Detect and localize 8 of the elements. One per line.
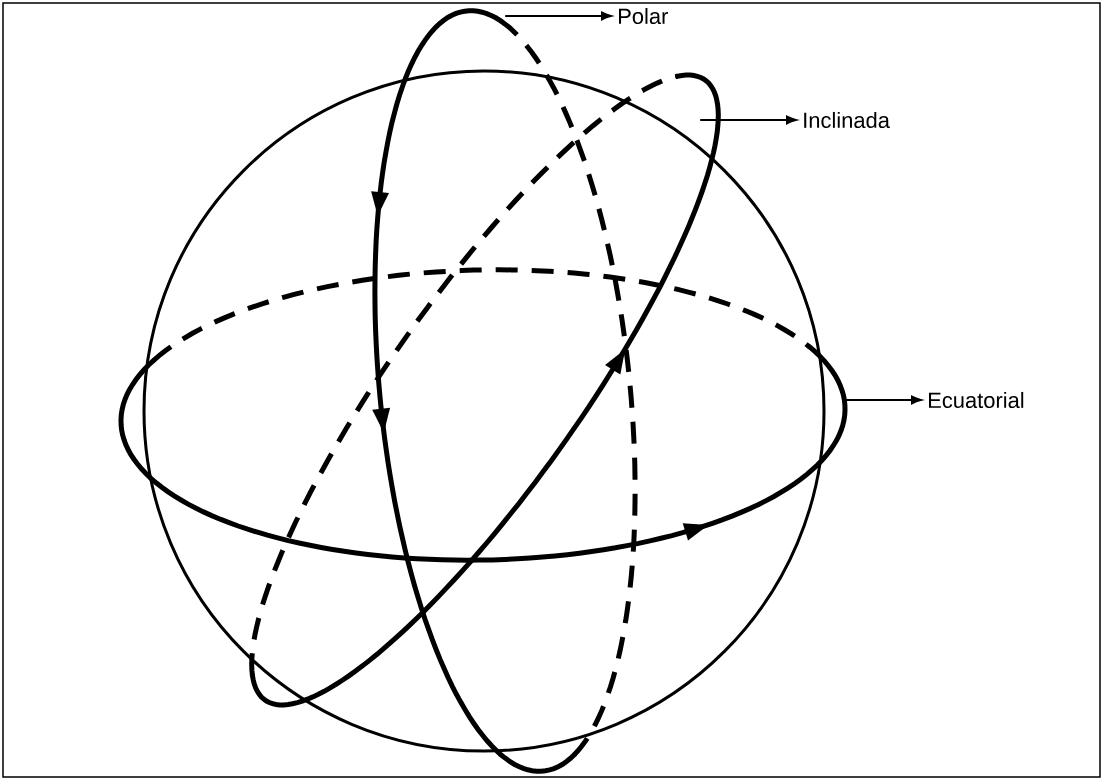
orbit-label: Polar	[619, 7, 668, 25]
orbit-label: Ecuatorial	[929, 391, 1024, 409]
orbit-ellipse	[118, 267, 848, 563]
orbit-label: Inclinada	[804, 111, 890, 129]
leader-arrow	[844, 395, 922, 405]
leader-arrow	[699, 115, 797, 125]
orbit-ellipse	[249, 72, 721, 708]
leader-arrow	[504, 11, 612, 21]
